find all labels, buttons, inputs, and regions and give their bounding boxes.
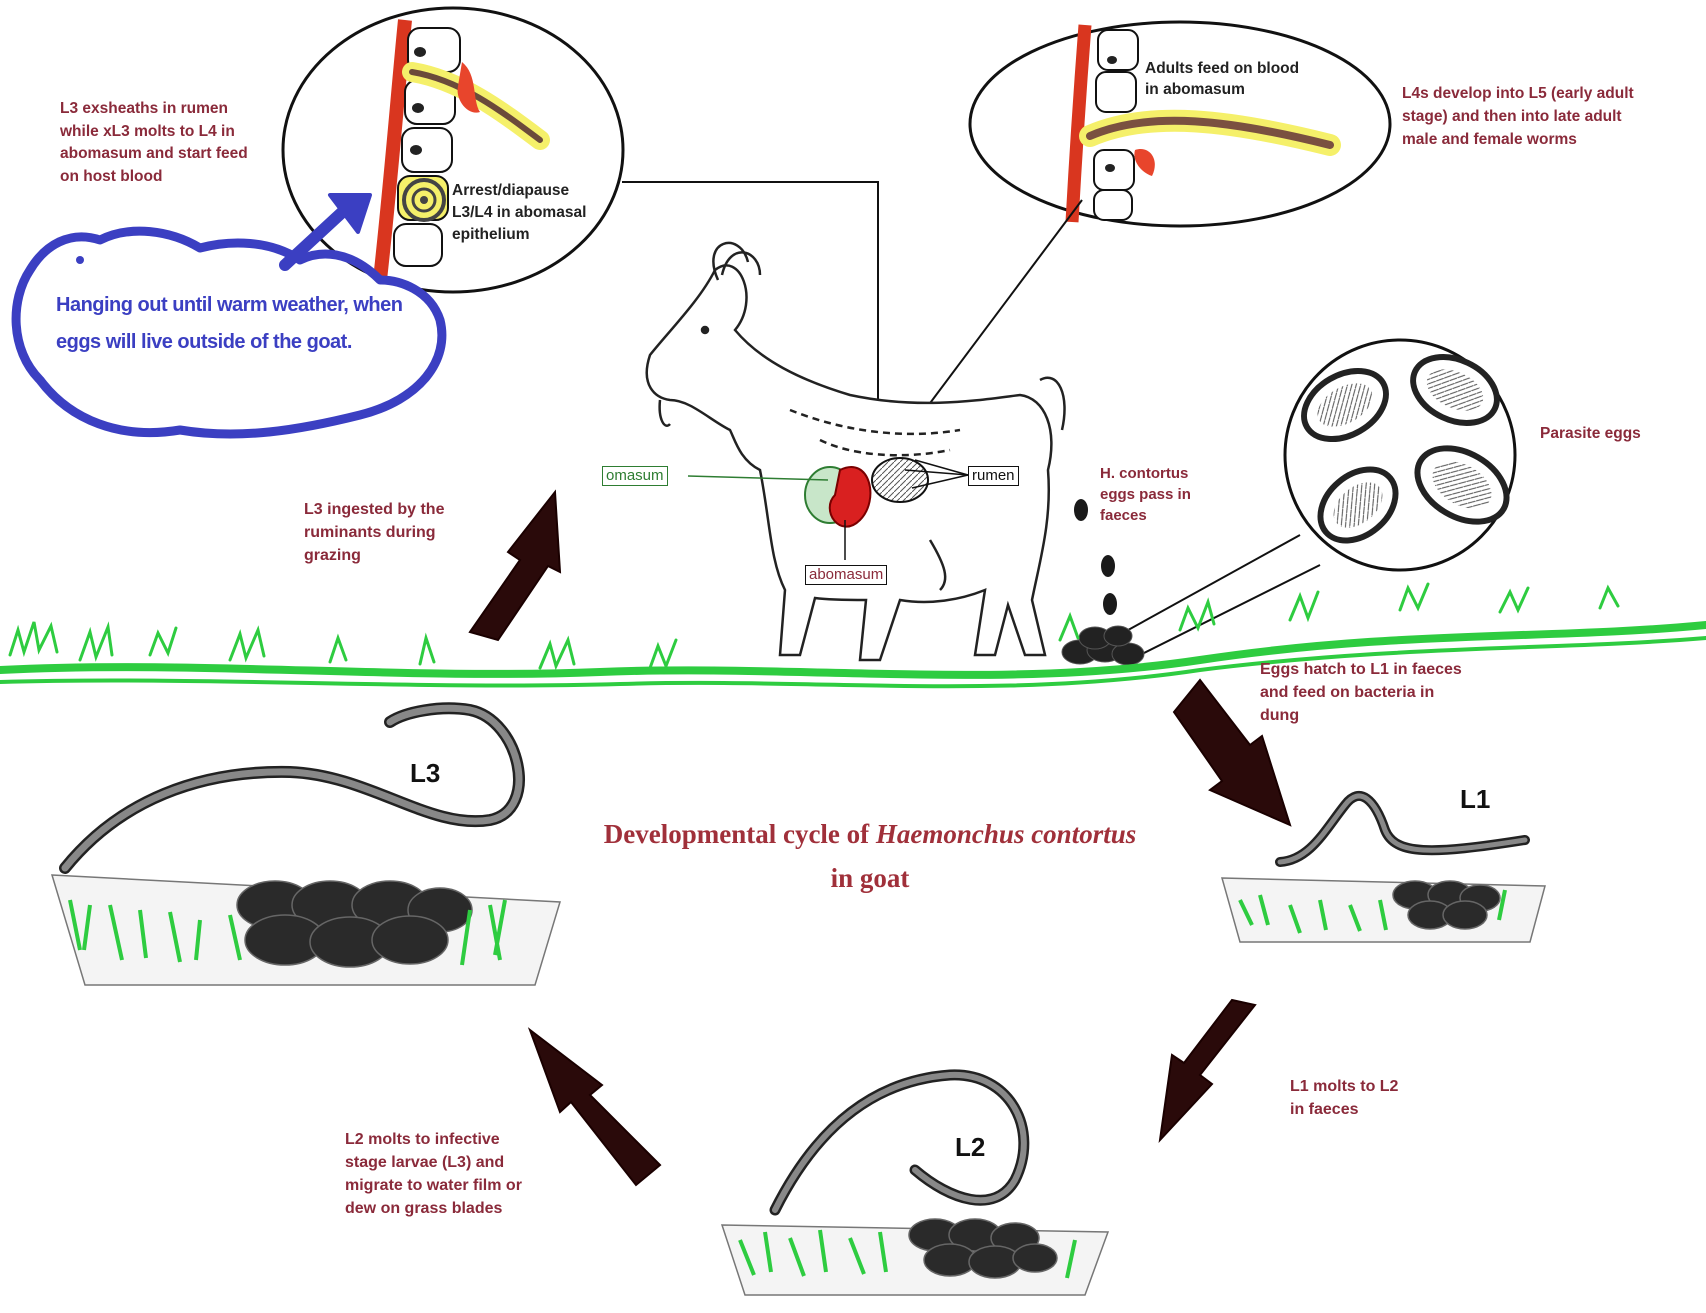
egg-2 xyxy=(1410,354,1500,426)
organ-label-lines xyxy=(687,459,969,560)
stomach-organs xyxy=(804,457,929,528)
annotation-note: Hanging out until warm weather, when egg… xyxy=(56,294,403,353)
label-adults-feed: Adults feed on blood in abomasum xyxy=(1145,60,1300,98)
arrest-magnified-circle xyxy=(281,6,625,294)
egg-4 xyxy=(1414,445,1510,525)
dung-pile-top xyxy=(1061,625,1145,666)
label-arrest: Arrest/diapause L3/L4 in abomasal epithe… xyxy=(452,182,587,243)
eggs-magnified-circle xyxy=(1283,338,1517,572)
adult-worm xyxy=(1079,109,1341,176)
label-omasum: omasum xyxy=(602,466,668,486)
egg-1 xyxy=(1301,367,1389,443)
title-prefix: Developmental cycle of xyxy=(603,819,876,849)
l3-larva xyxy=(59,702,525,874)
grass-ground-line xyxy=(0,582,1706,689)
arrow-ingested xyxy=(468,489,562,642)
title-species: Haemonchus contortus xyxy=(875,819,1137,849)
eggs-leader-top xyxy=(1109,534,1301,641)
label-l2-molts: L2 molts to infective stage larvae (L3) … xyxy=(345,1131,522,1217)
goat-illustration xyxy=(645,241,1066,662)
title-line2: in goat xyxy=(830,863,910,893)
feeding-larva xyxy=(402,62,550,150)
l3-dung-pad xyxy=(50,874,561,986)
label-abomasum: abomasum xyxy=(805,565,888,585)
arrow-l2-l3 xyxy=(527,1027,662,1187)
label-l4-develop: L4s develop into L5 (early adult stage) … xyxy=(1402,85,1634,148)
l1-dung-pad xyxy=(1221,877,1546,943)
egg-3 xyxy=(1317,466,1399,544)
label-l1-molts: L1 molts to L2 in faeces xyxy=(1290,1078,1399,1118)
label-eggs-pass-text: H. contortus eggs pass in faeces xyxy=(1100,465,1191,524)
l2-dung-pad xyxy=(720,1218,1110,1296)
eggs-leader-bottom xyxy=(1129,564,1321,661)
stage-label-l2: L2 xyxy=(955,1132,986,1162)
diagram-title: Developmental cycle of Haemonchus contor… xyxy=(560,812,1180,900)
label-l3-ingested: L3 ingested by the ruminants during graz… xyxy=(304,501,445,564)
label-eggs-pass: H. contortus eggs pass in faeces xyxy=(1100,442,1191,526)
stage-label-l3: L3 xyxy=(410,758,441,788)
label-eggs-hatch: Eggs hatch to L1 in faeces and feed on b… xyxy=(1260,661,1462,724)
label-rumen: rumen xyxy=(968,466,1019,486)
arrow-hatch xyxy=(1172,678,1292,827)
l1-larva xyxy=(1275,790,1530,867)
label-l3-exsheath: L3 exsheaths in rumen while xL3 molts to… xyxy=(60,100,248,185)
arrow-l1-l2 xyxy=(1158,998,1257,1144)
coiled-larva xyxy=(402,178,446,222)
annotation-cloud xyxy=(11,193,447,439)
adults-magnified-circle xyxy=(968,20,1392,228)
label-parasite-eggs: Parasite eggs xyxy=(1540,425,1641,442)
stage-label-l1: L1 xyxy=(1460,784,1491,814)
cycle-arrows xyxy=(468,489,1292,1187)
l2-larva xyxy=(769,1069,1030,1216)
mucosa-wall xyxy=(1065,24,1139,223)
falling-droppings xyxy=(1074,499,1117,615)
